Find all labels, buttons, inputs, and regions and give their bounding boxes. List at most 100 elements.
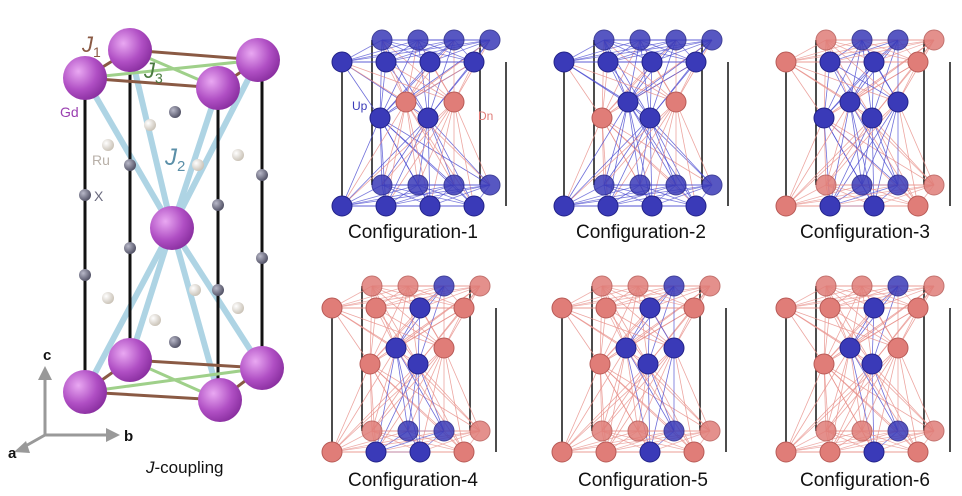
spin-up-atom [637, 353, 659, 375]
spin-up-atom [641, 195, 663, 217]
spin-up-atom [685, 51, 707, 73]
spin-up-atom [479, 174, 501, 196]
spin-up-atom [701, 174, 723, 196]
spin-up-atom [433, 275, 455, 297]
spin-up-atom [663, 275, 685, 297]
spin-down-atom [907, 51, 929, 73]
spin-up-atom [629, 29, 651, 51]
spin-down-atom [923, 174, 945, 196]
spin-atoms [553, 29, 723, 217]
spin-up-atom [553, 51, 575, 73]
spin-up-atom [819, 51, 841, 73]
spin-down-atom [321, 297, 343, 319]
spin-up-atom [863, 51, 885, 73]
spin-down-atom [365, 297, 387, 319]
spin-up-atom [553, 195, 575, 217]
spin-up-atom [839, 337, 861, 359]
configuration-label: Configuration-3 [800, 222, 930, 243]
axis-b-label: b [124, 428, 133, 445]
spin-up-atom [397, 420, 419, 442]
spin-up-atom [851, 174, 873, 196]
spin-down-atom [907, 441, 929, 463]
spin-down-atom [443, 91, 465, 113]
spin-up-atom [371, 29, 393, 51]
spin-up-atom [409, 297, 431, 319]
j1-label: J1 [81, 32, 101, 60]
configuration-diagram [321, 275, 497, 463]
spin-up-atom [593, 29, 615, 51]
spin-down-atom [551, 441, 573, 463]
spin-up-atom [331, 51, 353, 73]
spin-down-atom [819, 441, 841, 463]
spin-up-atom [639, 297, 661, 319]
spin-up-atom [463, 51, 485, 73]
ru-label: Ru [92, 152, 110, 168]
spin-atoms [321, 275, 491, 463]
spin-down-atom [397, 275, 419, 297]
spin-down-atom [469, 275, 491, 297]
spin-down-atom [923, 420, 945, 442]
spin-atoms [775, 29, 945, 217]
spin-down-atom [907, 195, 929, 217]
spin-down-atom [819, 297, 841, 319]
spin-up-atom [409, 441, 431, 463]
spin-down-atom [813, 353, 835, 375]
spin-down-atom [595, 441, 617, 463]
spin-up-atom [685, 195, 707, 217]
spin-up-atom [443, 29, 465, 51]
spin-up-atom [863, 441, 885, 463]
spin-up-atom [851, 29, 873, 51]
j-coupling-caption: J-coupling [146, 458, 224, 477]
spin-down-atom [851, 275, 873, 297]
spin-down-atom [361, 420, 383, 442]
spin-down-atom [907, 297, 929, 319]
j2-label: J2 [164, 144, 185, 175]
configuration-label: Configuration-4 [348, 470, 478, 491]
spin-up-atom [813, 107, 835, 129]
up-label: Up [352, 99, 368, 113]
configuration-label: Configuration-5 [578, 470, 708, 491]
spin-up-atom [419, 51, 441, 73]
spin-up-atom [597, 195, 619, 217]
spin-up-atom [641, 51, 663, 73]
spin-down-atom [433, 337, 455, 359]
configuration-diagram [775, 29, 951, 217]
spin-up-atom [479, 29, 501, 51]
spin-up-atom [369, 107, 391, 129]
spin-down-atom [469, 420, 491, 442]
spin-up-atom [663, 420, 685, 442]
spin-up-atom [639, 107, 661, 129]
unit-cell-diagram: J1 J3 J2 Gd Ru X c b a [8, 28, 284, 462]
spin-up-atom [407, 29, 429, 51]
spin-up-atom [863, 297, 885, 319]
axis-a-label: a [8, 445, 17, 462]
spin-down-atom [775, 297, 797, 319]
spin-down-atom [359, 353, 381, 375]
configuration-label: Configuration-6 [800, 470, 930, 491]
spin-down-atom [361, 275, 383, 297]
spin-up-atom [419, 195, 441, 217]
spin-up-atom [887, 174, 909, 196]
spin-up-atom [861, 107, 883, 129]
spin-down-atom [591, 107, 613, 129]
spin-down-atom [627, 275, 649, 297]
spin-up-atom [593, 174, 615, 196]
spin-up-atom [615, 337, 637, 359]
spin-up-atom [819, 195, 841, 217]
spin-up-atom [887, 275, 909, 297]
spin-down-atom [321, 441, 343, 463]
spin-down-atom [851, 420, 873, 442]
configuration-label: Configuration-1 [348, 222, 478, 243]
axis-c-label: c [43, 347, 51, 364]
spin-down-atom [453, 441, 475, 463]
spin-down-atom [923, 29, 945, 51]
spin-up-atom [375, 51, 397, 73]
spin-down-atom [815, 275, 837, 297]
spin-up-atom [375, 195, 397, 217]
spin-up-atom [887, 29, 909, 51]
gd-label: Gd [60, 104, 79, 120]
spin-up-atom [407, 353, 429, 375]
spin-atoms [331, 29, 501, 217]
spin-up-atom [665, 29, 687, 51]
